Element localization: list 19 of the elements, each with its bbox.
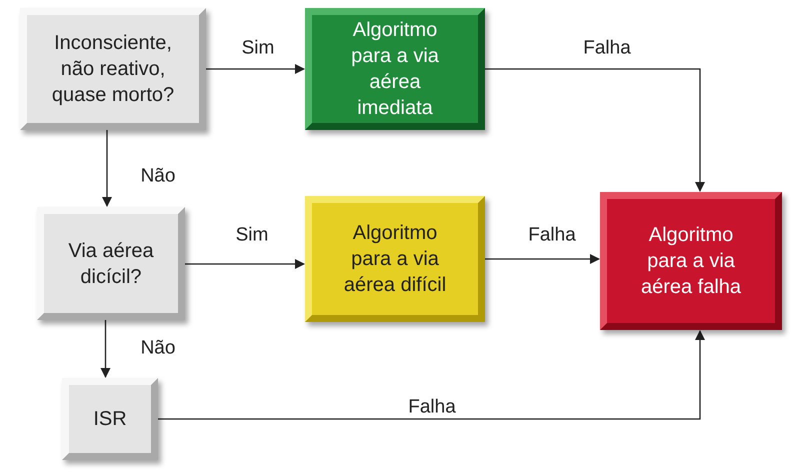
node-text: Algoritmo para a via aérea imediata [350,18,440,121]
node-text: ISR [93,407,127,432]
node-text: Inconsciente, não reativo, quase morto? [50,31,176,108]
arrow [206,64,305,74]
arrow [485,254,600,264]
node-text: Via aérea dicícil? [67,238,155,290]
process-box [305,8,485,130]
process-box [20,8,206,130]
node-text: Algoritmo para a via aérea difícil [342,221,448,298]
process-box [600,192,782,330]
arrow [102,130,112,207]
arrow [100,320,110,378]
node-text: Algoritmo para a via aérea falha [640,223,742,300]
arrow [185,259,305,269]
process-box [305,196,485,322]
arrow [158,330,705,420]
arrow [485,68,705,192]
process-box [37,207,185,320]
process-box [62,378,158,460]
